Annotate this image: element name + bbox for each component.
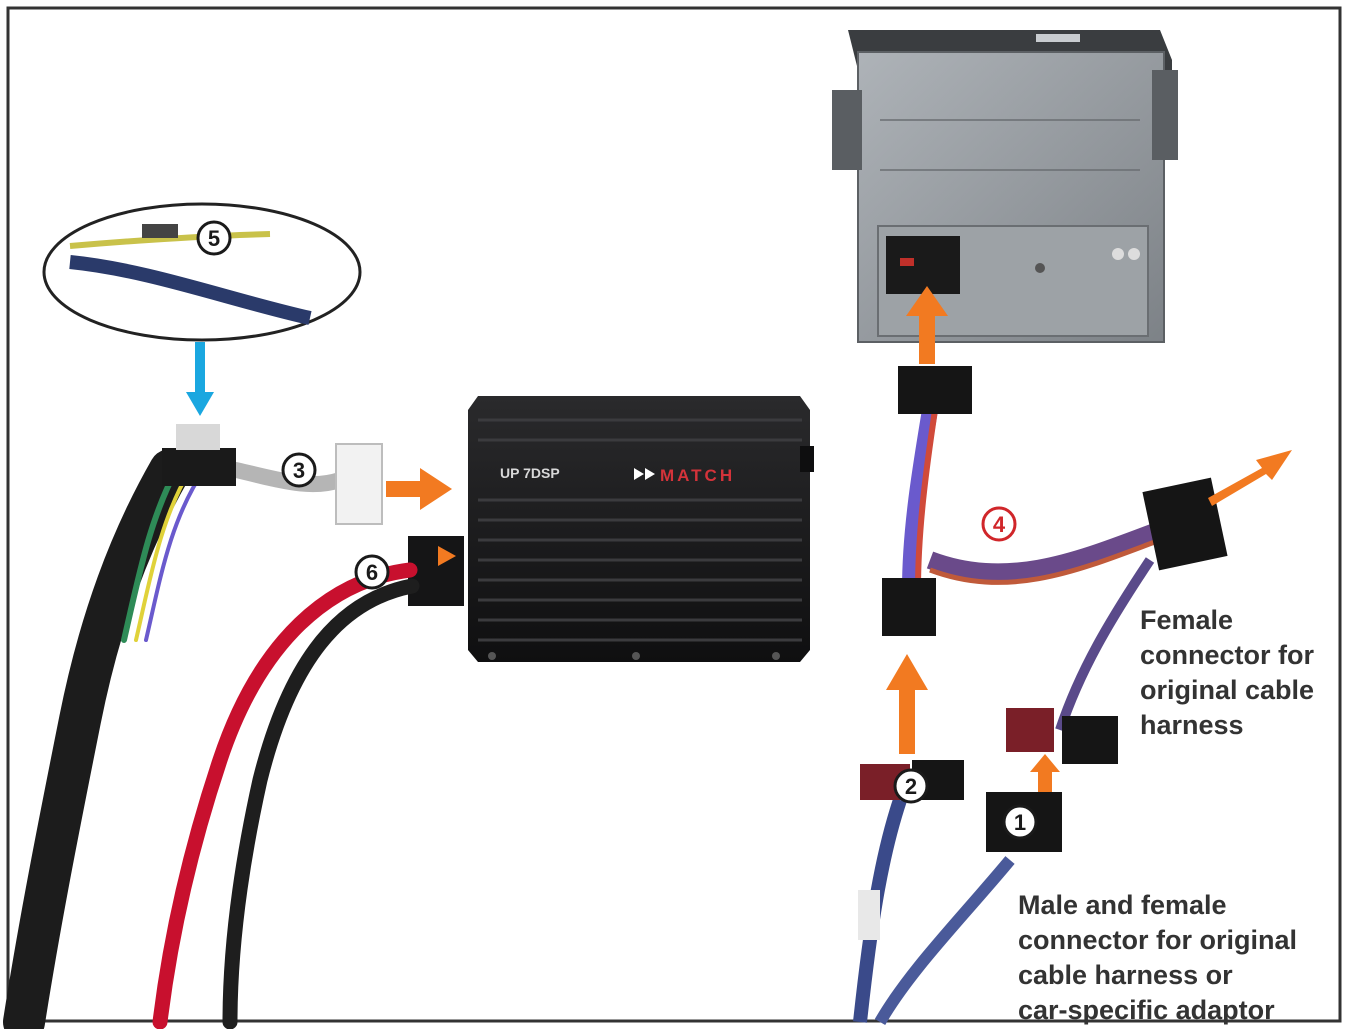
female-iso-red (1006, 708, 1054, 752)
wiring-loom (3, 449, 348, 1029)
male-label-line: cable harness or (1018, 960, 1233, 990)
marker-2: 2 (893, 768, 929, 804)
svg-text:3: 3 (293, 458, 305, 483)
inset-detail (42, 202, 362, 342)
adapter-top-plug (898, 366, 972, 414)
svg-text:4: 4 (993, 512, 1006, 537)
power-cables (152, 562, 420, 1029)
arrow-loom-to-dsp (386, 468, 452, 510)
marker-6: 6 (354, 554, 390, 590)
adapter-right-plug (1142, 477, 1228, 571)
brand-play-icon (634, 468, 655, 480)
head-unit (832, 30, 1178, 343)
male-label-line: Male and female (1018, 890, 1227, 920)
adapter-harness (882, 366, 1228, 732)
dsp-amplifier: UP 7DSP MATCH (408, 396, 814, 662)
device-brand-label: MATCH (660, 466, 735, 485)
arrow-plug-to-adapter (886, 654, 928, 754)
female-iso-black (1062, 716, 1118, 764)
arrow-adapter-to-headunit (906, 286, 948, 364)
orange-arrows (386, 286, 1292, 792)
loom-connector-block (162, 448, 236, 486)
marker-1: 1 (1002, 804, 1038, 840)
device-model-label: UP 7DSP (500, 465, 560, 481)
female-label-line: harness (1140, 710, 1244, 740)
female-connector-label: Female connector for original cable harn… (1140, 603, 1314, 743)
diagram-border (6, 6, 1342, 1023)
svg-text:5: 5 (208, 226, 220, 251)
female-label-line: Female (1140, 605, 1234, 635)
arrow-to-vehicle (1208, 450, 1292, 506)
female-label-line: connector for (1140, 640, 1315, 670)
marker-5: 5 (196, 220, 232, 256)
male-label-line: car-specific adaptor (1018, 995, 1275, 1025)
marker-3: 3 (281, 452, 317, 488)
arrow-inset-to-loom (186, 342, 214, 416)
marker-4: 4 (981, 506, 1017, 542)
svg-text:1: 1 (1014, 810, 1026, 835)
loom-white-plug (335, 443, 383, 525)
arrow-car-to-female (1030, 754, 1060, 792)
head-unit-socket (886, 236, 960, 294)
adapter-middle-plug (882, 578, 936, 636)
male-label-line: connector for original (1018, 925, 1298, 955)
svg-text:2: 2 (905, 774, 917, 799)
svg-text:6: 6 (366, 560, 378, 585)
female-label-line: original cable (1140, 675, 1315, 705)
male-female-connector-label: Male and female connector for original c… (1018, 888, 1297, 1028)
